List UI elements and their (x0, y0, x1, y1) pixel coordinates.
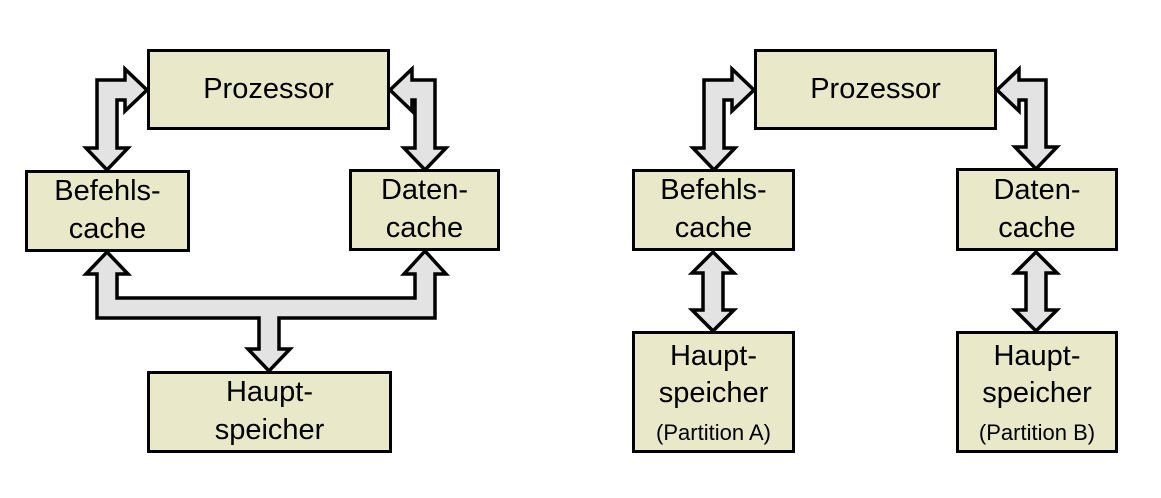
node-label-line1: Daten- (380, 174, 469, 207)
node-label-line2: cache (998, 211, 1076, 244)
node-label-partition: (Partition B) (978, 419, 1096, 445)
node-haupt-speicher-partition-b: Haupt- speicher (Partition B) (956, 331, 1118, 453)
node-label: Prozessor (810, 72, 941, 105)
node-label-line2: speicher (658, 377, 769, 410)
bidirectional-vertical-arrow-befehlscache-partition-a (687, 249, 739, 334)
node-label-line2: cache (68, 213, 147, 245)
node-label-line1: Haupt- (669, 339, 758, 372)
node-label-line2: cache (674, 212, 753, 244)
node-befehls-cache-left: Befehls- cache (25, 170, 190, 252)
node-label-line2: speicher (214, 414, 325, 446)
node-daten-cache-left: Daten- cache (349, 169, 500, 251)
node-label-partition: (Partition A) (656, 419, 771, 445)
node-label-line2: cache (385, 212, 464, 244)
node-haupt-speicher-partition-a: Haupt- speicher (Partition A) (632, 331, 795, 453)
node-label-line1: Befehls- (54, 175, 161, 208)
node-label-line1: Daten- (993, 173, 1081, 206)
node-prozessor-left: Prozessor (147, 49, 390, 130)
bidirectional-elbow-arrow-right-prozessor-befehlscache (688, 64, 757, 173)
node-befehls-cache-right: Befehls- cache (632, 169, 795, 251)
node-label-line1: Haupt- (993, 339, 1081, 372)
node-label-line2: speicher (982, 377, 1092, 410)
node-prozessor-right: Prozessor (754, 49, 997, 130)
bidirectional-elbow-arrow-right-prozessor-datencache (994, 64, 1062, 172)
node-label-line1: Haupt- (225, 376, 314, 409)
bidirectional-elbow-arrow-left-prozessor-befehlscache (81, 64, 150, 173)
node-haupt-speicher-left: Haupt- speicher (147, 371, 392, 453)
branch-arrow-left-hauptspeicher-caches (81, 248, 450, 374)
node-daten-cache-right: Daten- cache (956, 168, 1118, 251)
node-label-line1: Befehls- (660, 174, 767, 207)
bidirectional-vertical-arrow-datencache-partition-b (1010, 249, 1062, 334)
bidirectional-elbow-arrow-left-prozessor-datencache (387, 64, 451, 173)
node-label: Prozessor (203, 72, 334, 105)
